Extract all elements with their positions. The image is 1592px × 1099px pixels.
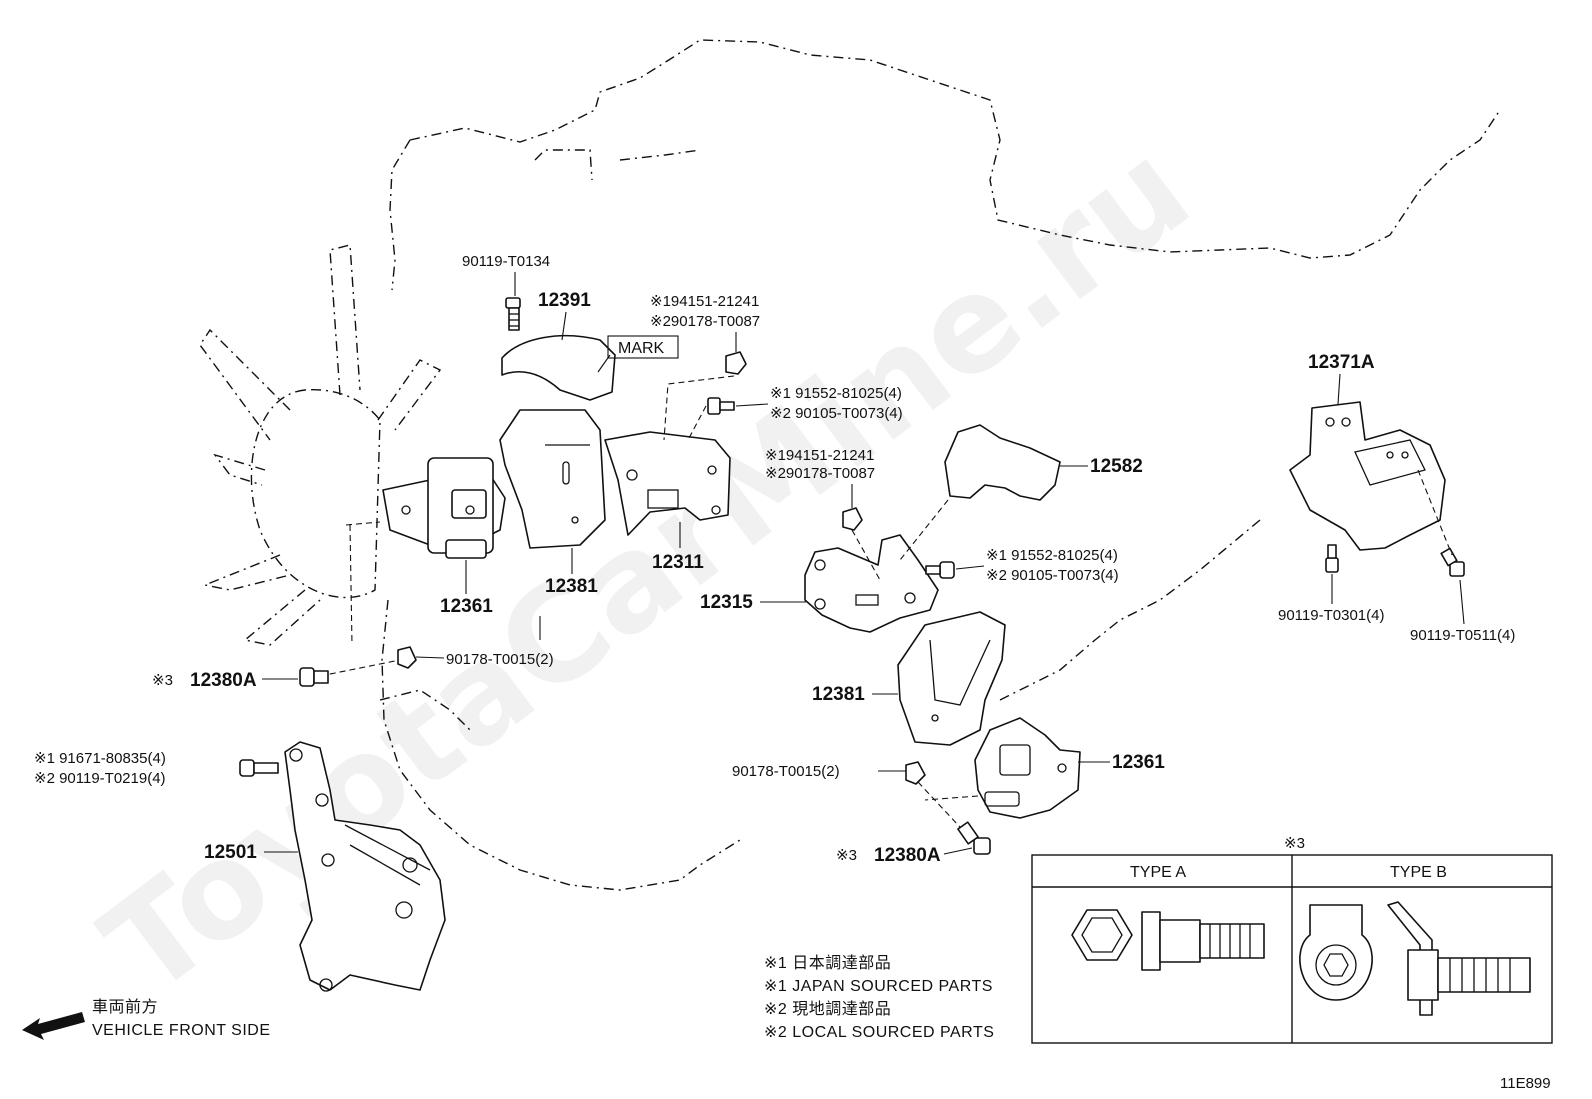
direction-jp: 車両前方: [92, 998, 158, 1016]
nut-icon: [842, 507, 863, 531]
part-90119-T0511: 90119-T0511(4): [1410, 627, 1515, 644]
part-12380A-right: 12380A: [874, 845, 941, 866]
stud-bolt-side-icon: [1387, 901, 1531, 1016]
note-91671-80835: ※1 91671-80835(4): [34, 750, 166, 767]
engine-outline-lower: [381, 599, 741, 891]
part-90119-T0301: 90119-T0301(4): [1278, 607, 1384, 624]
type-table: [1031, 854, 1553, 1044]
engine-mount-12361-upper: [382, 457, 506, 559]
part-90119-T0134: 90119-T0134: [462, 253, 550, 270]
dashed-guide: [851, 499, 949, 581]
legend-line-3: ※2 現地調達部品: [764, 1000, 891, 1018]
diagram-code: 11E899: [1500, 1075, 1551, 1092]
part-12381-upper: 12381: [545, 576, 598, 597]
note-94151-upper: ※194151-21241: [650, 293, 759, 310]
engine-outline-inner: [379, 149, 701, 731]
bolt-icon: [707, 397, 735, 415]
note-91552-lower: ※1 91552-81025(4): [986, 547, 1118, 564]
legend-line-2: ※1 JAPAN SOURCED PARTS: [764, 978, 993, 995]
bolt-icon: [299, 667, 329, 687]
part-12361-lower: 12361: [1112, 752, 1165, 773]
type-a-label: TYPE A: [1130, 864, 1186, 881]
leader: [943, 847, 973, 855]
legend-line-1: ※1 日本調達部品: [764, 954, 891, 972]
direction-en: VEHICLE FRONT SIDE: [92, 1022, 271, 1039]
part-12361-upper: 12361: [440, 596, 493, 617]
hex-bolt-head-icon: [1071, 909, 1133, 961]
engine-outline: [409, 39, 1501, 259]
engine-mount-12361-lower: [974, 717, 1081, 819]
leader: [597, 354, 611, 373]
part-12391: 12391: [538, 290, 591, 311]
front-arrow-icon: [22, 1012, 85, 1040]
leader: [1459, 579, 1465, 625]
note-90178-lower: ※290178-T0087: [765, 465, 875, 482]
dashed-guide: [917, 781, 979, 841]
mount-bracket-12381-lower: [897, 611, 1006, 746]
bolt-icon: [1325, 544, 1339, 573]
nut-icon: [397, 646, 417, 669]
washer-plate-bolt-icon: [1299, 904, 1373, 1001]
note-mark-12380A-left: ※3: [152, 672, 173, 689]
bolt-icon: [925, 561, 955, 579]
mount-bracket-12381-upper: [499, 409, 606, 549]
rear-mount-12371A: [1289, 401, 1446, 551]
leader: [955, 565, 985, 570]
legend-line-4: ※2 LOCAL SOURCED PARTS: [764, 1024, 994, 1041]
dashed-guide: [663, 375, 735, 441]
leader: [735, 403, 769, 407]
part-12380A-left: 12380A: [190, 670, 257, 691]
part-12582: 12582: [1090, 456, 1143, 477]
mark-label: MARK: [618, 340, 665, 357]
note-mark-12380A-right: ※3: [836, 847, 857, 864]
note-90105-upper: ※2 90105-T0073(4): [770, 405, 903, 422]
mount-bracket-12311: [604, 431, 731, 536]
mount-bracket-12315: [804, 534, 939, 633]
note-94151-lower: ※194151-21241: [765, 447, 874, 464]
part-12311: 12311: [652, 552, 704, 573]
alternator-bracket-12501: [284, 741, 446, 992]
engine-outline-left: [389, 139, 411, 291]
part-12381-lower: 12381: [812, 684, 865, 705]
note-90119-T0219: ※2 90119-T0219(4): [34, 770, 166, 787]
insulator-cover-12391: [501, 334, 616, 401]
part-90178-T0015-left: 90178-T0015(2): [446, 651, 554, 668]
dashed-guide: [319, 521, 401, 677]
fan-icon: [199, 244, 442, 646]
nut-icon: [725, 351, 747, 375]
leader: [415, 656, 445, 659]
bolt-icon: [957, 821, 991, 855]
type-b-label: TYPE B: [1390, 864, 1447, 881]
note-90105-lower: ※2 90105-T0073(4): [986, 567, 1119, 584]
leader: [561, 311, 567, 341]
note-90178-upper: ※290178-T0087: [650, 313, 760, 330]
part-90178-T0015-right: 90178-T0015(2): [732, 763, 840, 780]
part-12371A: 12371A: [1308, 352, 1375, 373]
type-table-title: ※3: [1284, 835, 1305, 852]
nut-icon: [905, 761, 926, 785]
bolt-icon: [239, 759, 279, 777]
flange-bolt-side-icon: [1141, 911, 1265, 971]
part-12501: 12501: [204, 842, 257, 863]
dashed-guide: [1417, 469, 1453, 556]
bolt-icon: [1440, 547, 1465, 577]
mark-box: [607, 335, 679, 359]
engine-outline-right-lower: [999, 519, 1261, 701]
note-91552-upper: ※1 91552-81025(4): [770, 385, 902, 402]
bolt-icon: [505, 297, 521, 331]
leader: [1337, 373, 1341, 405]
part-12315: 12315: [700, 592, 753, 613]
insulator-cover-12582: [944, 424, 1061, 501]
